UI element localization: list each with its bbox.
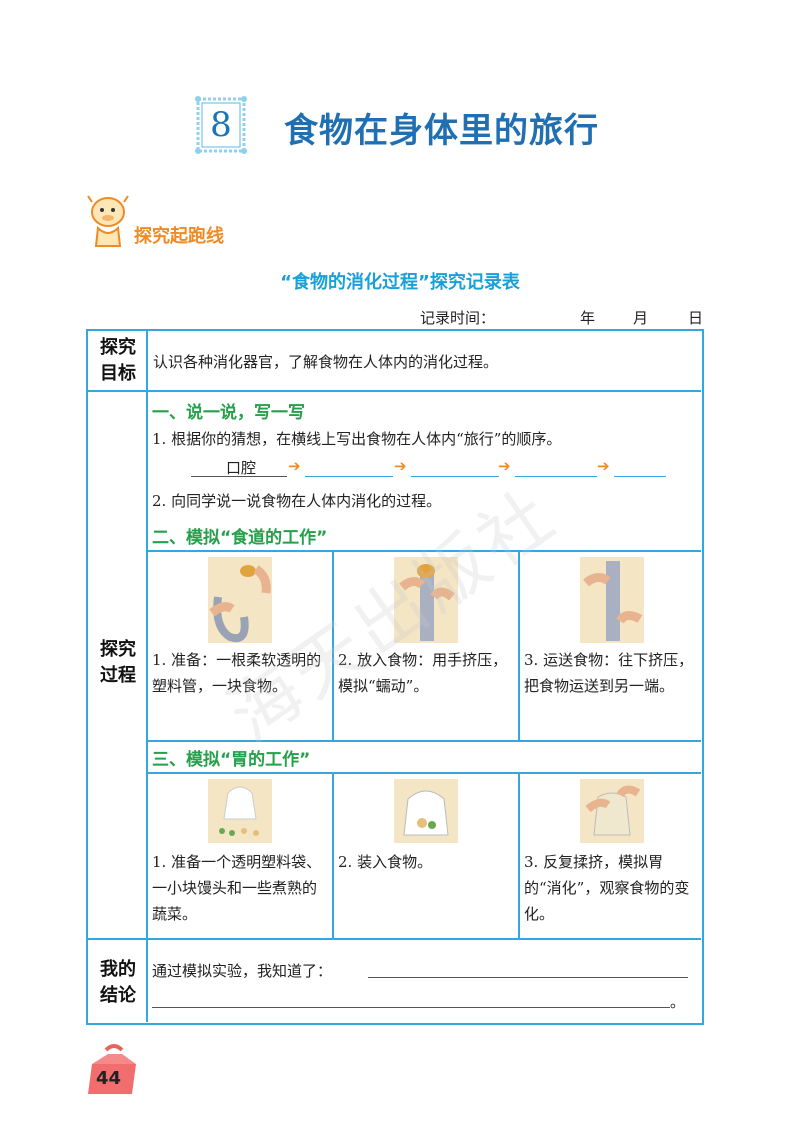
part3-heading: 三、模拟“胃的工作” <box>152 750 311 770</box>
esophagus-step-2: 2. 放入食物：用手挤压，模拟“蠕动”。 <box>338 651 508 695</box>
part1-heading: 一、说一说，写一写 <box>152 403 305 423</box>
table-title: “食物的消化过程”探究记录表 <box>280 272 520 293</box>
chapter-number-frame: 8 <box>193 94 249 156</box>
record-year-label: 年 <box>580 309 596 327</box>
cow-mascot-icon <box>87 195 129 247</box>
conclusion-blank-2[interactable] <box>152 1007 670 1008</box>
goal-label: 探究 目标 <box>100 337 136 384</box>
stomach-step-3: 3. 反复揉挤，模拟胃的“消化”，观察食物的变化。 <box>524 853 690 923</box>
order-blank-1[interactable] <box>191 476 287 477</box>
arrow-icon: ➔ <box>288 457 301 475</box>
conclusion-blank-1[interactable] <box>368 977 688 978</box>
arrow-icon: ➔ <box>394 457 407 475</box>
order-blank-1-text: 口腔 <box>226 459 257 477</box>
plastic-tube-hands-image <box>208 557 272 643</box>
pushing-food-down-image <box>580 557 644 643</box>
page-badge-icon <box>88 1044 136 1094</box>
order-blank-4[interactable] <box>515 476 597 477</box>
esophagus-step-1: 1. 准备：一根柔软透明的塑料管，一块食物。 <box>152 651 322 695</box>
order-blank-3[interactable] <box>411 476 499 477</box>
kneading-bag-image <box>580 779 644 843</box>
record-month-label: 月 <box>633 309 649 327</box>
record-time-label: 记录时间： <box>420 309 496 327</box>
conclusion-end-mark: 。 <box>670 993 686 1011</box>
stomach-step-2: 2. 装入食物。 <box>338 853 433 871</box>
record-day-label: 日 <box>688 309 704 327</box>
bag-with-food-image <box>394 779 458 843</box>
order-blank-5[interactable] <box>614 476 666 477</box>
chapter-title: 食物在身体里的旅行 <box>284 111 599 151</box>
section-label: 探究起跑线 <box>134 226 224 247</box>
ornate-frame-icon <box>195 96 247 154</box>
arrow-icon: ➔ <box>498 457 511 475</box>
process-label: 探究 过程 <box>100 639 136 686</box>
squeezing-tube-image <box>394 557 458 643</box>
page-number: 44 <box>96 1068 122 1089</box>
arrow-icon: ➔ <box>597 457 610 475</box>
goal-text: 认识各种消化器官，了解食物在人体内的消化过程。 <box>153 353 499 371</box>
part2-heading: 二、模拟“食道的工作” <box>152 528 328 548</box>
part1-item1: 1. 根据你的猜想，在横线上写出食物在人体内“旅行”的顺序。 <box>152 430 562 448</box>
stomach-step-1: 1. 准备一个透明塑料袋、一小块馒头和一些煮熟的蔬菜。 <box>152 853 322 923</box>
order-blank-2[interactable] <box>305 476 393 477</box>
record-table: 探究 目标 认识各种消化器官，了解食物在人体内的消化过程。 探究 过程 一、说一… <box>86 329 704 1025</box>
plastic-bag-and-food-image <box>208 779 272 843</box>
esophagus-step-3: 3. 运送食物：往下挤压，把食物运送到另一端。 <box>524 651 694 695</box>
conclusion-label: 我的 结论 <box>100 959 136 1006</box>
chapter-number: 8 <box>210 105 232 145</box>
conclusion-text: 通过模拟实验，我知道了： <box>152 962 333 980</box>
part1-item2: 2. 向同学说一说食物在人体内消化的过程。 <box>152 492 442 510</box>
